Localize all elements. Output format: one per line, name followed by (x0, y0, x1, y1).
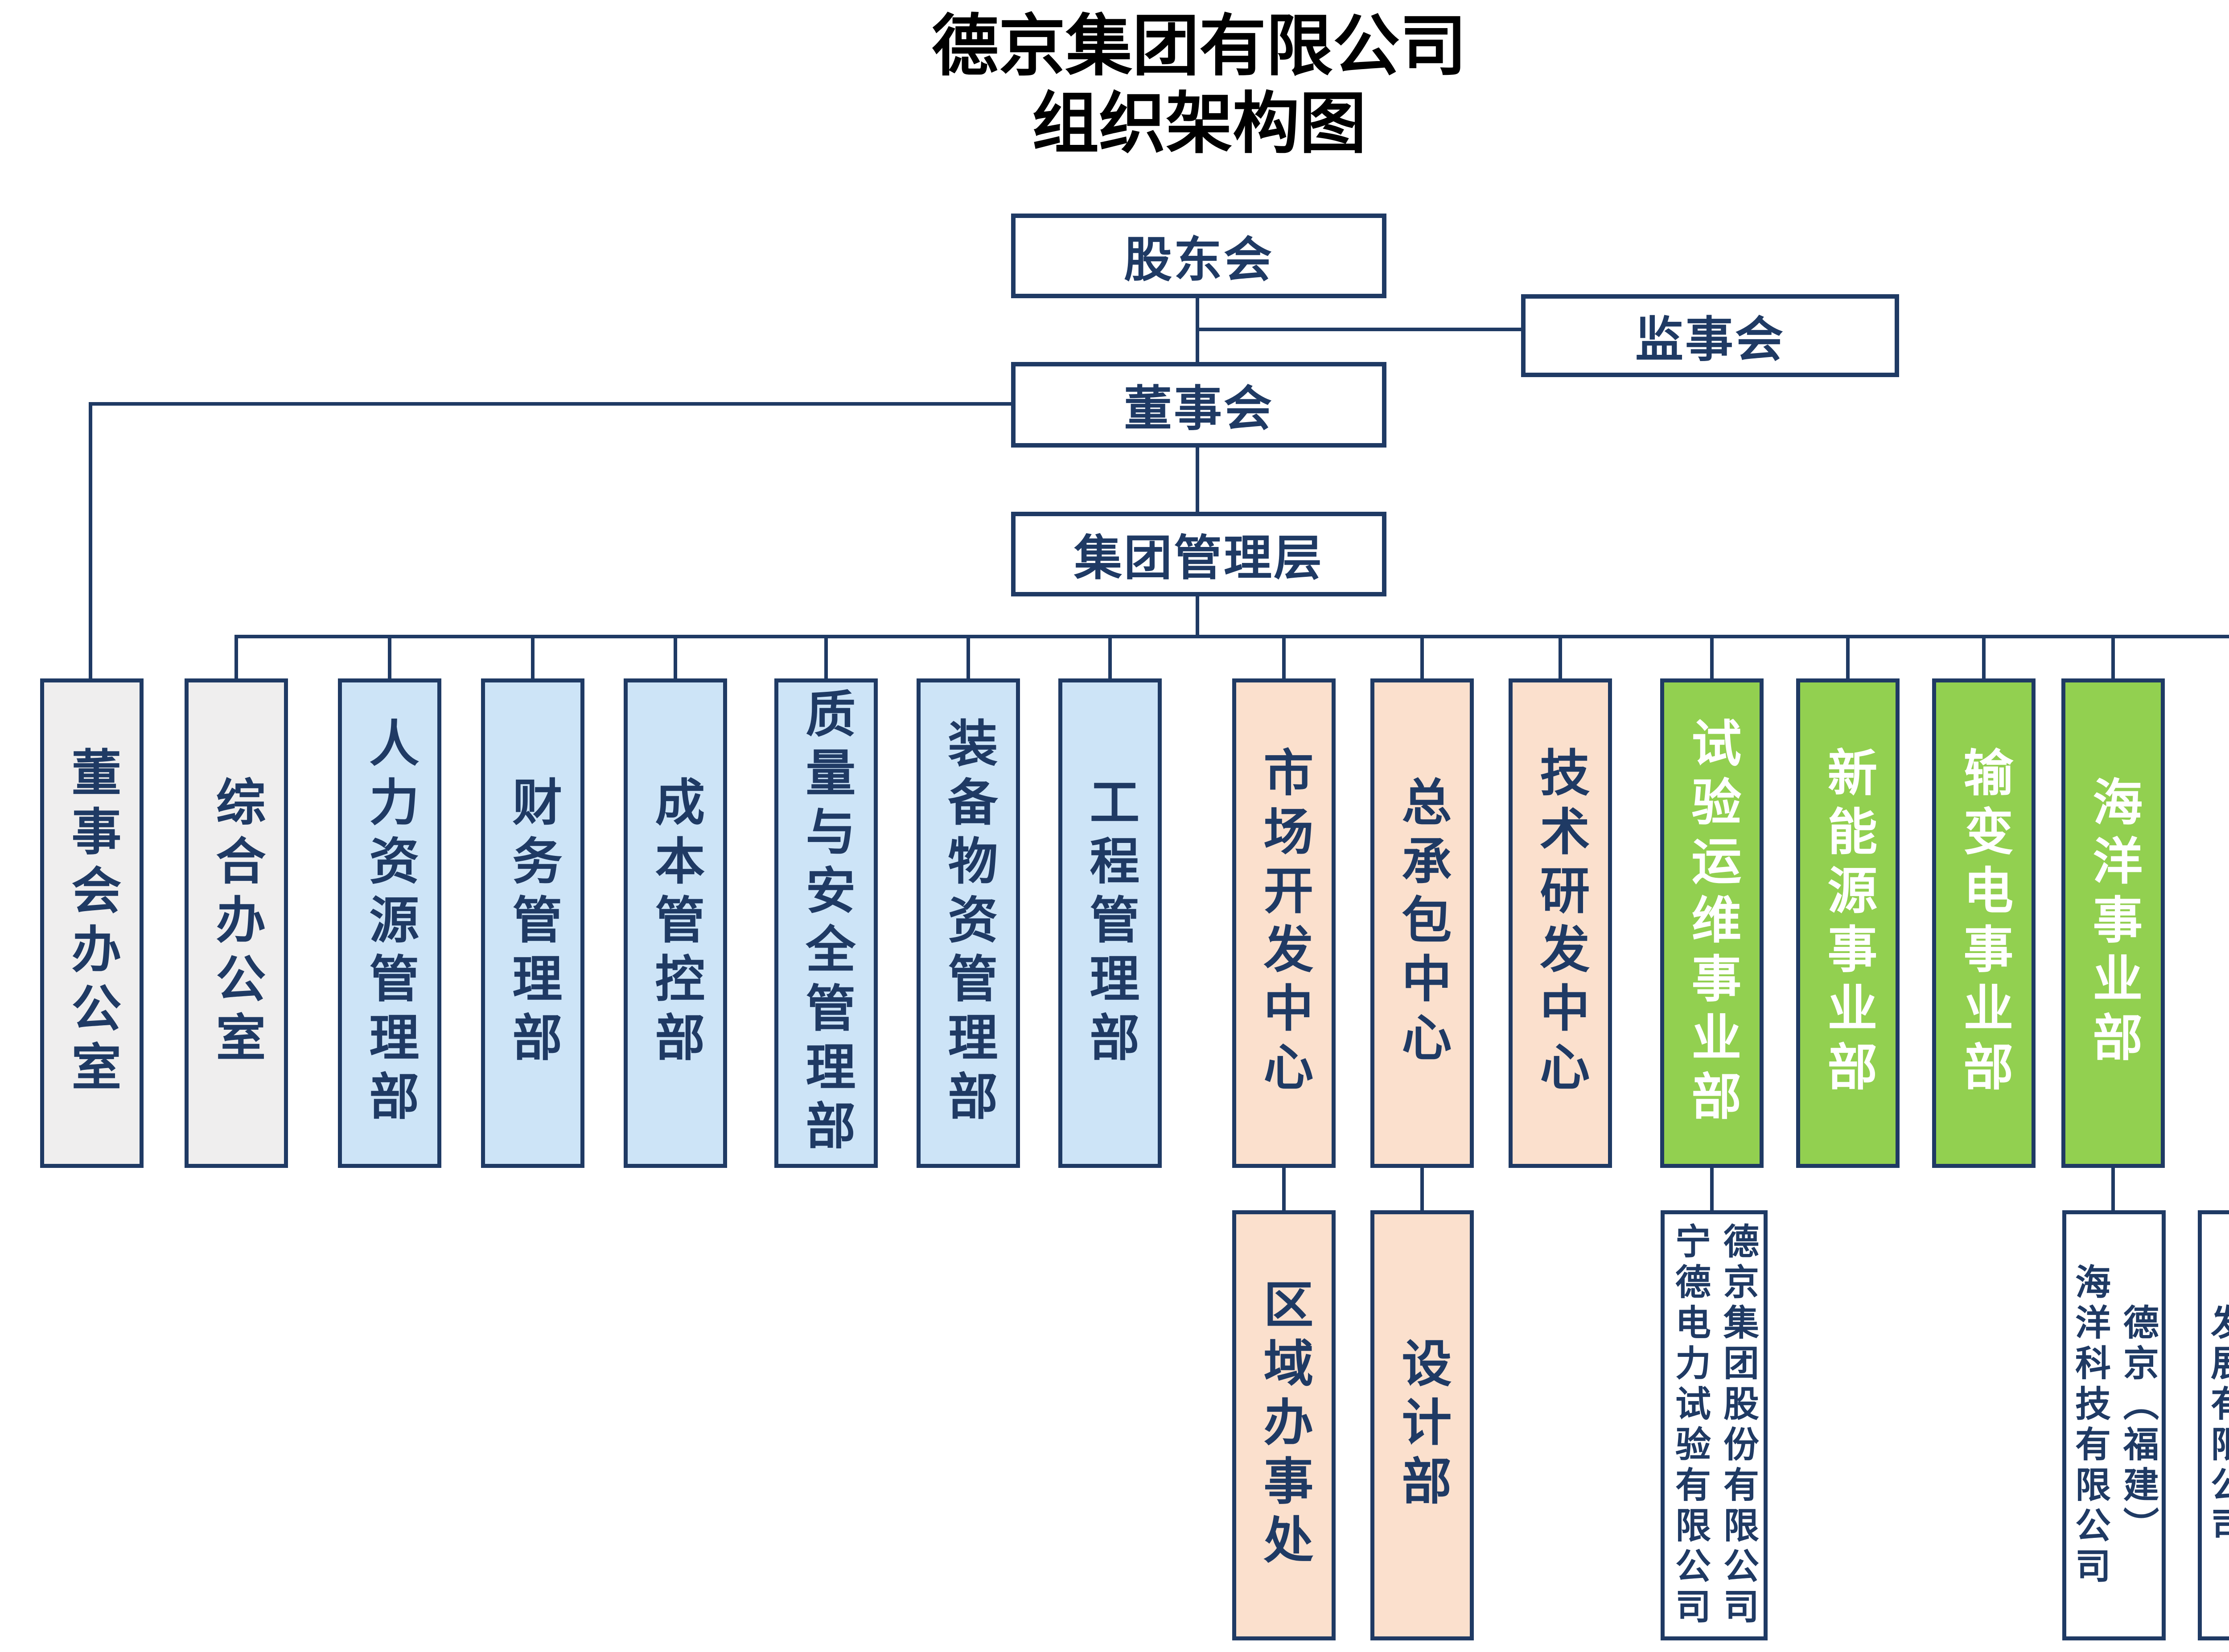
node-tech-rnd-label: 技术研发中心 (1533, 747, 1589, 1100)
connector-trunk (234, 635, 2229, 638)
node-equipment-label: 装备物资管理部 (941, 717, 997, 1129)
stub-epc-design (1420, 1167, 1424, 1211)
connector-board-office-drop (89, 402, 92, 679)
stub-finance (531, 635, 535, 679)
node-test-om-bu-label: 试验运维事业部 (1684, 717, 1740, 1129)
stub-test-om (1710, 635, 1714, 679)
stub-market-regional (1282, 1167, 1286, 1211)
node-hr-label: 人力资源管理部 (362, 717, 418, 1129)
node-ningde-power-test: 德京集团股份有限公司 宁德电力试验有限公司 (1661, 1210, 1768, 1640)
stub-quality-safety (824, 635, 828, 679)
connector-supervisory-branch (1196, 328, 1522, 331)
node-shareholders-label: 股东会 (1123, 233, 1274, 287)
node-marine-bu-label: 海洋事业部 (2085, 776, 2142, 1070)
node-engineering-label: 工程管理部 (1082, 776, 1139, 1070)
stub-hr (388, 635, 391, 679)
stub-marine-marinetech (2111, 1167, 2115, 1211)
node-marine-tech-label: 德京（福建） 海洋科技有限公司 (2070, 1263, 2158, 1588)
node-marine-tech: 德京（福建） 海洋科技有限公司 (2062, 1210, 2166, 1640)
node-management: 集团管理层 (1011, 512, 1386, 596)
stub-equipment (966, 635, 970, 679)
node-ningde-power-test-label: 德京集团股份有限公司 宁德电力试验有限公司 (1670, 1222, 1758, 1628)
stub-epc (1420, 635, 1424, 679)
node-regional-offices: 区域办事处 (1232, 1210, 1336, 1640)
node-management-label: 集团管理层 (1073, 531, 1324, 585)
node-new-energy-bu-label: 新能源事业部 (1820, 747, 1876, 1100)
stub-cost-control (674, 635, 677, 679)
node-finance: 财务管理部 (481, 678, 584, 1168)
node-general-office: 综合办公室 (185, 678, 288, 1168)
node-quality-safety-label: 质量与安全管理部 (798, 688, 855, 1159)
node-regional-offices-label: 区域办事处 (1256, 1278, 1312, 1573)
node-cost-control: 成本管控部 (624, 678, 727, 1168)
node-board: 董事会 (1011, 362, 1386, 448)
chart-title-line1: 德京集团有限公司 (931, 10, 1467, 84)
connector-board-left-horizontal (89, 402, 1012, 406)
node-power-trans-bu-label: 输变电事业部 (1956, 747, 2012, 1100)
stub-testom-ningde (1710, 1167, 1714, 1211)
node-quality-safety: 质量与安全管理部 (774, 678, 878, 1168)
stub-power-trans (1982, 635, 1986, 679)
node-epc: 总承包中心 (1370, 678, 1474, 1168)
node-design-dept: 设计部 (1370, 1210, 1474, 1640)
node-design-dept-label: 设计部 (1394, 1337, 1451, 1514)
node-haineng-dev: 德京海能（福建） 发展有限公司 (2198, 1210, 2229, 1640)
chart-title-line2: 组织架构图 (1032, 87, 1366, 161)
node-general-office-label: 综合办公室 (209, 776, 265, 1070)
node-power-trans-bu: 输变电事业部 (1932, 678, 2036, 1168)
stub-tech-rnd (1559, 635, 1562, 679)
node-tech-rnd: 技术研发中心 (1509, 678, 1612, 1168)
node-cost-control-label: 成本管控部 (648, 776, 704, 1070)
node-market-dev: 市场开发中心 (1232, 678, 1336, 1168)
stub-new-energy (1846, 635, 1850, 679)
node-supervisory-label: 监事会 (1635, 312, 1785, 366)
node-test-om-bu: 试验运维事业部 (1660, 678, 1764, 1168)
chart-title: 德京集团有限公司 组织架构图 (753, 8, 1645, 163)
node-finance-label: 财务管理部 (505, 776, 561, 1070)
node-equipment: 装备物资管理部 (917, 678, 1020, 1168)
stub-general-office (234, 635, 238, 679)
node-epc-label: 总承包中心 (1394, 776, 1451, 1070)
node-haineng-dev-label: 德京海能（福建） 发展有限公司 (2206, 1303, 2229, 1547)
node-engineering: 工程管理部 (1058, 678, 1162, 1168)
node-board-office: 董事会办公室 (40, 678, 144, 1168)
node-shareholders: 股东会 (1011, 214, 1386, 298)
stub-marine (2111, 635, 2115, 679)
stub-market-dev (1282, 635, 1286, 679)
stub-engineering (1108, 635, 1112, 679)
node-board-label: 董事会 (1123, 382, 1274, 436)
node-marine-bu: 海洋事业部 (2061, 678, 2165, 1168)
connector-board-management (1196, 446, 1199, 514)
node-board-office-label: 董事会办公室 (64, 747, 120, 1100)
node-hr: 人力资源管理部 (338, 678, 441, 1168)
node-supervisory: 监事会 (1521, 294, 1899, 377)
connector-management-trunk (1196, 595, 1199, 637)
node-new-energy-bu: 新能源事业部 (1796, 678, 1900, 1168)
node-market-dev-label: 市场开发中心 (1256, 747, 1312, 1100)
